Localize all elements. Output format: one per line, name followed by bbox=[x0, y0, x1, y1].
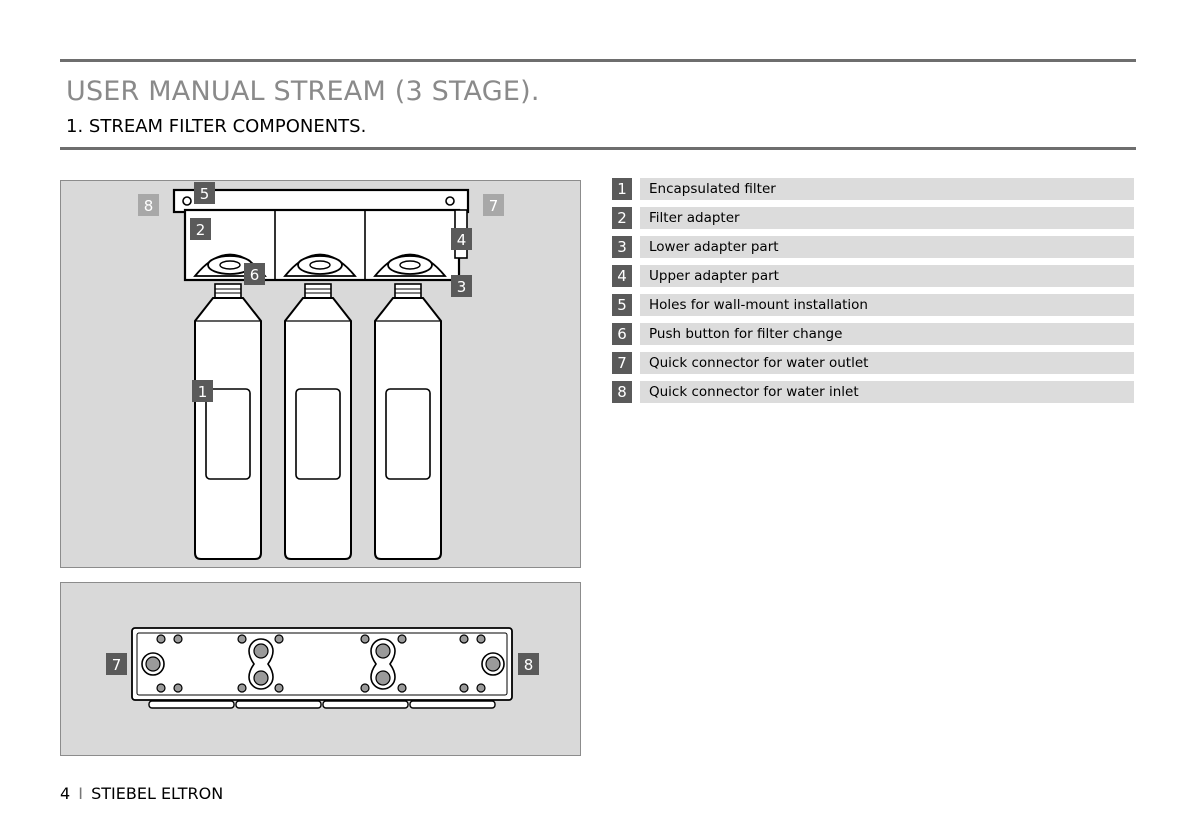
legend-number: 1 bbox=[612, 178, 632, 200]
legend-label: Quick connector for water inlet bbox=[640, 381, 1134, 403]
legend-item: 8 Quick connector for water inlet bbox=[612, 381, 1134, 404]
filter-cartridge-3 bbox=[374, 283, 442, 560]
legend-label: Quick connector for water outlet bbox=[640, 352, 1134, 374]
callout-7-bottom: 7 bbox=[106, 653, 127, 675]
legend-label: Upper adapter part bbox=[640, 265, 1134, 287]
page-title: USER MANUAL STREAM (3 STAGE). bbox=[66, 76, 540, 107]
legend-label: Holes for wall-mount installation bbox=[640, 294, 1134, 316]
filter-assembly-drawing: 8 5 7 2 4 6 3 1 bbox=[138, 182, 504, 560]
callout-1: 1 bbox=[192, 380, 213, 402]
callout-6: 6 bbox=[244, 263, 265, 285]
filter-cartridge-1 bbox=[194, 283, 262, 560]
callout-8-top: 8 bbox=[138, 194, 159, 216]
filter-assembly-illustration: 8 5 7 2 4 6 3 1 bbox=[60, 180, 581, 568]
screw-holes bbox=[156, 634, 486, 693]
legend-number: 4 bbox=[612, 265, 632, 287]
legend-number: 3 bbox=[612, 236, 632, 258]
legend-item: 6 Push button for filter change bbox=[612, 323, 1134, 346]
legend-item: 7 Quick connector for water outlet bbox=[612, 352, 1134, 375]
adapter-underside-drawing: 7 8 bbox=[106, 627, 539, 709]
legend-item: 2 Filter adapter bbox=[612, 207, 1134, 230]
adapter-base-plate bbox=[131, 627, 513, 701]
quick-connector-outlet bbox=[141, 652, 165, 676]
svg-text:5: 5 bbox=[200, 185, 210, 203]
callout-4: 4 bbox=[451, 228, 472, 250]
svg-text:8: 8 bbox=[524, 656, 534, 674]
page-number: 4 bbox=[60, 784, 71, 803]
footer-separator: I bbox=[78, 784, 83, 803]
mount-hole-right bbox=[445, 196, 455, 206]
top-rule bbox=[60, 59, 1136, 62]
adapter-underside-illustration: 7 8 bbox=[60, 582, 581, 756]
interconnect-port-left bbox=[248, 638, 274, 690]
legend-number: 5 bbox=[612, 294, 632, 316]
svg-text:6: 6 bbox=[250, 266, 260, 284]
callout-8-bottom: 8 bbox=[518, 653, 539, 675]
svg-text:3: 3 bbox=[457, 278, 467, 296]
legend-item: 5 Holes for wall-mount installation bbox=[612, 294, 1134, 317]
legend-number: 8 bbox=[612, 381, 632, 403]
svg-text:4: 4 bbox=[457, 231, 467, 249]
svg-text:2: 2 bbox=[196, 221, 206, 239]
svg-text:8: 8 bbox=[144, 197, 154, 215]
callout-5: 5 bbox=[194, 182, 215, 204]
page-footer: 4 I STIEBEL ELTRON bbox=[60, 784, 223, 803]
mount-hole-left bbox=[182, 196, 192, 206]
filter-cartridge-2 bbox=[284, 283, 352, 560]
legend-item: 3 Lower adapter part bbox=[612, 236, 1134, 259]
svg-text:1: 1 bbox=[198, 383, 208, 401]
section-rule bbox=[60, 147, 1136, 150]
svg-text:7: 7 bbox=[112, 656, 122, 674]
brand-name: STIEBEL ELTRON bbox=[91, 784, 224, 803]
legend-number: 7 bbox=[612, 352, 632, 374]
legend-item: 4 Upper adapter part bbox=[612, 265, 1134, 288]
callout-2: 2 bbox=[190, 218, 211, 240]
legend-label: Push button for filter change bbox=[640, 323, 1134, 345]
wall-bracket bbox=[172, 188, 470, 214]
section-title: 1. STREAM FILTER COMPONENTS. bbox=[66, 116, 367, 137]
quick-connector-inlet bbox=[481, 652, 505, 676]
push-button-2 bbox=[283, 253, 357, 277]
callout-7-top: 7 bbox=[483, 194, 504, 216]
legend-label: Encapsulated filter bbox=[640, 178, 1134, 200]
callout-3: 3 bbox=[451, 275, 472, 297]
interconnect-port-right bbox=[370, 638, 396, 690]
svg-text:7: 7 bbox=[489, 197, 499, 215]
legend-label: Filter adapter bbox=[640, 207, 1134, 229]
legend-item: 1 Encapsulated filter bbox=[612, 178, 1134, 201]
legend-number: 2 bbox=[612, 207, 632, 229]
push-button-3 bbox=[373, 253, 447, 277]
legend-label: Lower adapter part bbox=[640, 236, 1134, 258]
legend-number: 6 bbox=[612, 323, 632, 345]
